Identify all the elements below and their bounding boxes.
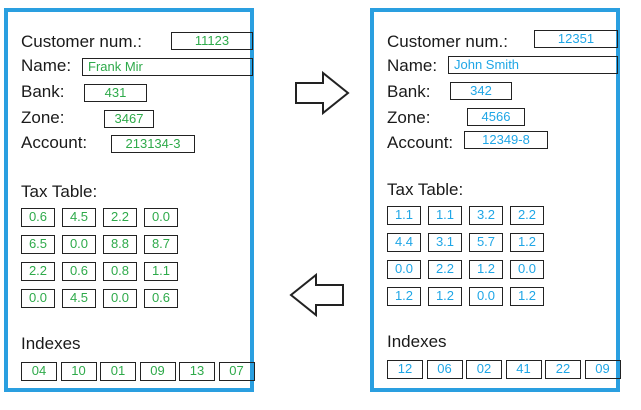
bank-field: 342 [450,82,512,100]
indexes-label: Indexes [387,332,447,351]
tax-cell: 5.7 [469,233,503,252]
index-cell: 06 [426,360,463,379]
account-field: 213134-3 [111,135,195,153]
tax-cell: 0.0 [62,235,96,254]
tax-cell: 4.5 [62,208,96,227]
name-label: Name: [387,56,438,75]
zone-label: Zone: [21,108,65,127]
tax-cell: 0.0 [103,289,137,308]
tax-cell: 2.2 [103,208,137,227]
tax-cell: 1.1 [428,206,462,225]
tax-cell: 0.6 [62,262,96,281]
name-field: Frank Mir [82,58,253,76]
index-cell: 10 [60,362,97,381]
account-label: Account: [21,133,88,152]
tax-cell: 0.0 [469,287,503,306]
tax-cell: 0.6 [21,208,55,227]
customer-label: Customer num.: [21,32,142,51]
tax-cell: 6.5 [21,235,55,254]
tax-cell: 0.8 [103,262,137,281]
tax-cell: 1.2 [469,260,503,279]
customer-label: Customer num.: [387,32,508,51]
index-cell: 22 [545,360,581,379]
right-arrow-icon [295,70,350,116]
bank-field: 431 [84,84,147,102]
customer-card-left: Customer num.: 11123 Name: Frank Mir Ban… [4,8,255,392]
tax-cell: 3.1 [428,233,462,252]
index-cell: 07 [218,362,255,381]
tax-cell: 1.2 [510,287,544,306]
tax-table-label: Tax Table: [387,180,464,199]
tax-cell: 2.2 [428,260,462,279]
tax-cell: 4.5 [62,289,96,308]
tax-cell: 2.2 [21,262,55,281]
tax-cell: 0.0 [21,289,55,308]
bank-label: Bank: [21,82,65,101]
tax-cell: 0.0 [144,208,178,227]
left-arrow-icon [289,272,344,318]
tax-cell: 1.2 [387,287,421,306]
customer-field: 11123 [171,32,253,50]
zone-field: 4566 [467,108,525,126]
tax-cell: 1.1 [387,206,421,225]
index-cell: 01 [100,362,136,381]
name-label: Name: [21,56,72,75]
bank-label: Bank: [387,82,431,101]
tax-cell: 0.6 [144,289,178,308]
index-cell: 02 [466,360,502,379]
tax-cell: 0.0 [387,260,421,279]
tax-cell: 3.2 [469,206,503,225]
tax-cell: 1.1 [144,262,178,281]
tax-cell: 0.0 [510,260,544,279]
tax-cell: 1.2 [510,233,544,252]
zone-field: 3467 [104,110,154,128]
account-label: Account: [387,133,454,152]
tax-cell: 8.8 [103,235,137,254]
customer-card-right: Customer num.: 12351 Name: John Smith Ba… [370,8,621,392]
name-field: John Smith [448,56,618,74]
index-cell: 09 [584,360,621,379]
index-cell: 41 [505,360,542,379]
account-field: 12349-8 [464,131,548,149]
tax-cell: 1.2 [428,287,462,306]
tax-cell: 8.7 [144,235,178,254]
index-cell: 13 [179,362,215,381]
zone-label: Zone: [387,108,431,127]
tax-cell: 4.4 [387,233,421,252]
index-cell: 12 [387,360,423,379]
customer-field: 12351 [534,30,618,48]
index-cell: 09 [139,362,176,381]
tax-table-label: Tax Table: [21,182,98,201]
index-cell: 04 [21,362,57,381]
tax-cell: 2.2 [510,206,544,225]
indexes-label: Indexes [21,334,81,353]
